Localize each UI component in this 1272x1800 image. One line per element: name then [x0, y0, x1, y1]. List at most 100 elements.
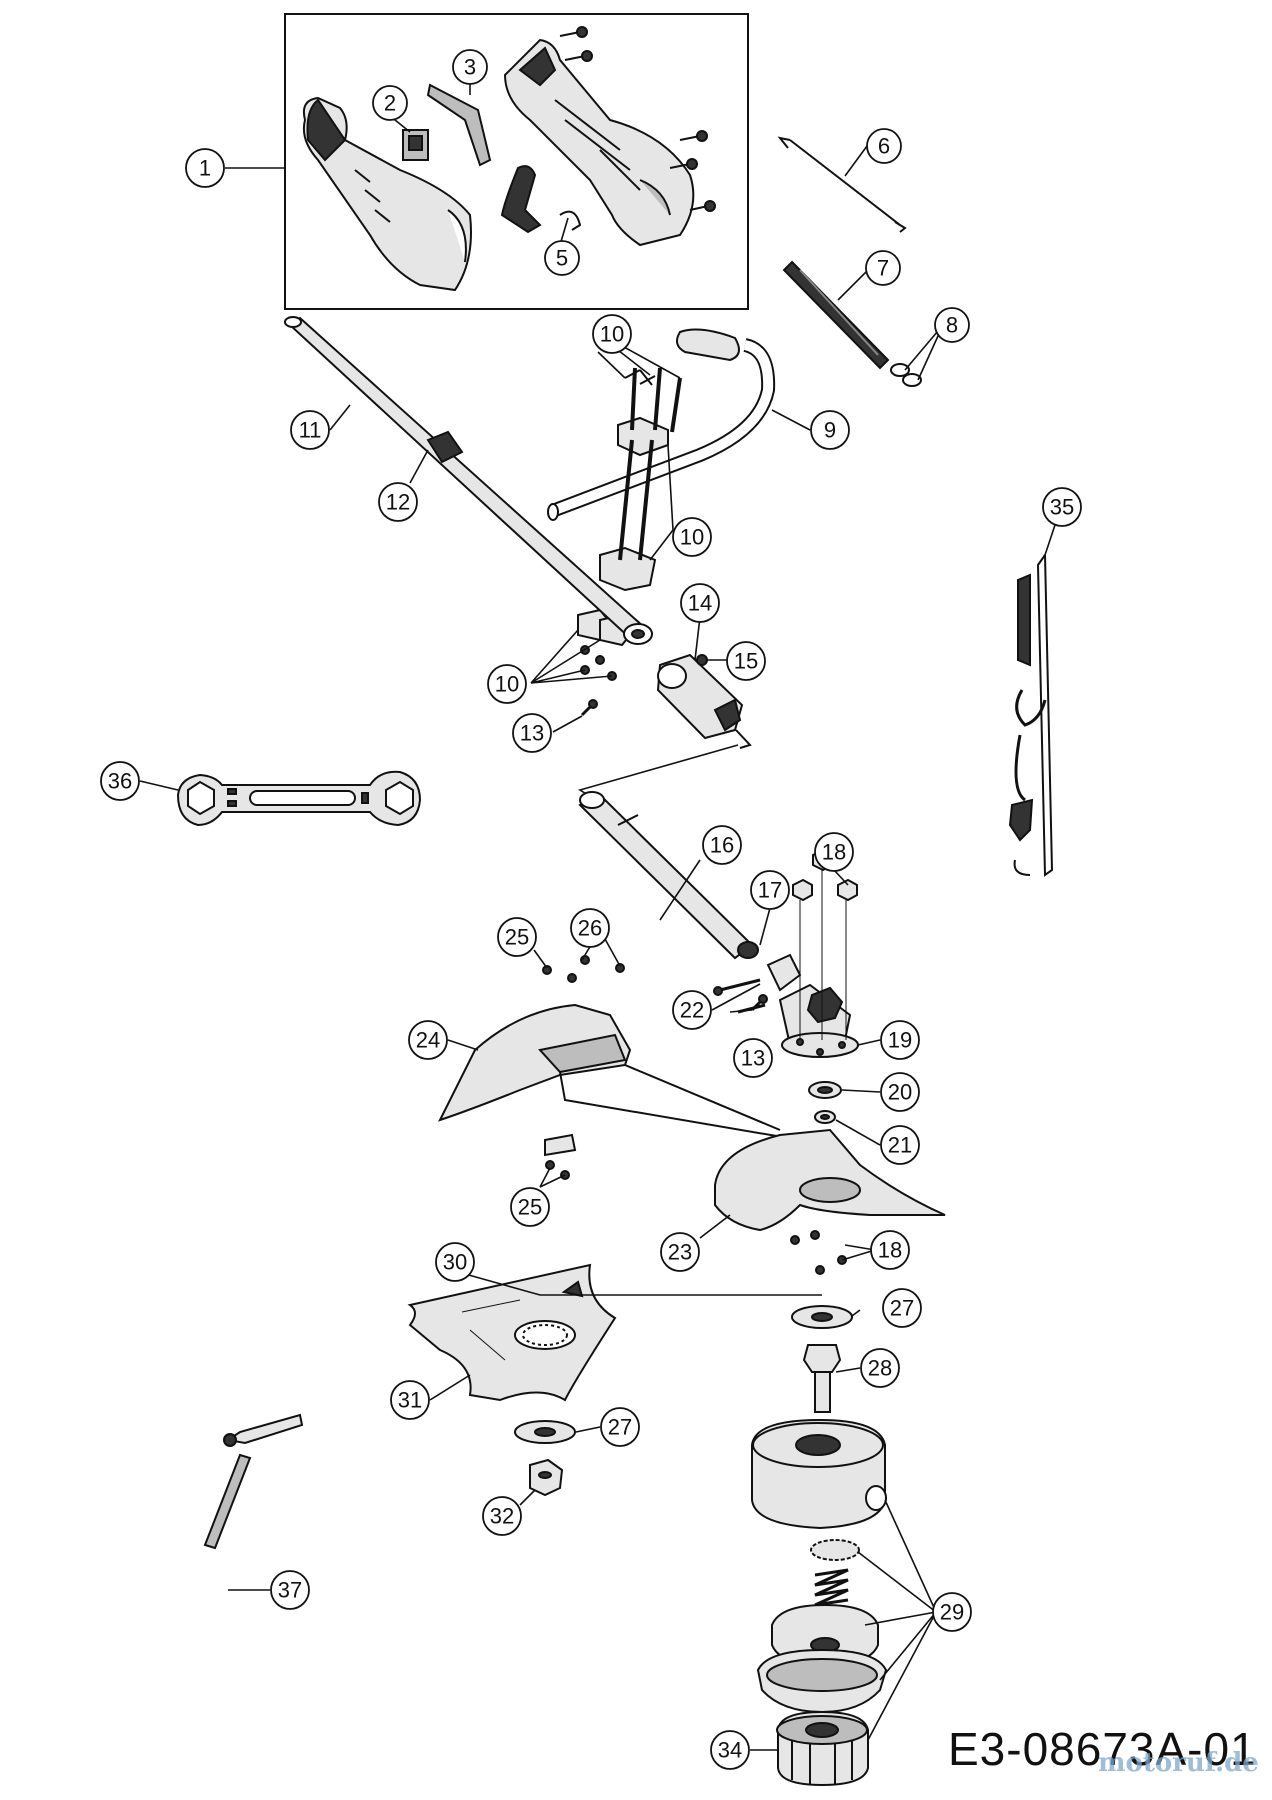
svg-text:24: 24	[416, 1028, 440, 1053]
guard-screws	[542, 955, 847, 1275]
callout-14: 14	[680, 583, 720, 623]
svg-text:3: 3	[464, 55, 476, 80]
svg-text:14: 14	[688, 591, 712, 616]
callout-12: 12	[378, 482, 418, 522]
svg-text:11: 11	[299, 418, 322, 443]
hex-key	[203, 1413, 304, 1550]
callout-37: 37	[270, 1570, 310, 1610]
svg-text:22: 22	[680, 998, 704, 1023]
callout-23: 23	[660, 1232, 700, 1272]
svg-text:30: 30	[443, 1250, 467, 1275]
svg-text:19: 19	[888, 1028, 912, 1053]
blade-guard	[438, 1003, 946, 1232]
callout-10b: 10	[672, 517, 712, 557]
callout-27a: 27	[882, 1288, 922, 1328]
callout-32: 32	[482, 1496, 522, 1536]
washers	[514, 1305, 853, 1444]
svg-text:2: 2	[384, 91, 396, 116]
blade-nut	[529, 1458, 564, 1497]
svg-text:18: 18	[878, 1238, 902, 1263]
callout-28: 28	[860, 1348, 900, 1388]
callout-6: 6	[866, 128, 902, 164]
coupler-screw	[696, 654, 708, 666]
callout-13a: 13	[512, 713, 552, 753]
svg-text:7: 7	[877, 256, 889, 281]
drawing-code: E3-08673A-01	[948, 1723, 1257, 1775]
svg-text:12: 12	[386, 490, 410, 515]
svg-text:17: 17	[758, 878, 782, 903]
svg-text:26: 26	[578, 916, 602, 941]
callout-18a: 18	[814, 832, 854, 872]
callout-18b: 18	[870, 1230, 910, 1270]
callout-17: 17	[750, 870, 790, 910]
handle-assembly-group	[284, 13, 749, 310]
callout-27b: 27	[600, 1407, 640, 1447]
upper-shaft	[284, 316, 653, 645]
screws	[580, 699, 768, 1012]
callout-3: 3	[452, 49, 488, 85]
callout-2: 2	[372, 85, 408, 121]
callout-20: 20	[880, 1072, 920, 1112]
svg-text:10: 10	[680, 525, 704, 550]
shaft-coupler	[656, 653, 752, 749]
svg-text:36: 36	[108, 769, 132, 794]
callout-29: 29	[932, 1592, 972, 1632]
callout-11: 11	[290, 410, 330, 450]
combination-wrench	[176, 770, 422, 827]
watermark-logo: motoruf.de	[1098, 1748, 1259, 1778]
svg-text:25: 25	[518, 1195, 542, 1220]
svg-text:21: 21	[888, 1133, 912, 1158]
svg-text:27: 27	[890, 1296, 914, 1321]
callout-24: 24	[408, 1020, 448, 1060]
svg-text:34: 34	[718, 1738, 742, 1763]
svg-text:18: 18	[822, 840, 846, 865]
cutting-blade	[407, 1263, 617, 1402]
callout-25a: 25	[497, 917, 537, 957]
callout-10c: 10	[487, 664, 527, 704]
svg-text:10: 10	[600, 322, 624, 347]
lower-shaft	[578, 791, 759, 960]
spindle-bolt	[802, 1344, 842, 1413]
loop-handle	[547, 328, 776, 521]
callout-13b: 13	[733, 1038, 773, 1078]
svg-text:9: 9	[824, 418, 836, 443]
spring-sleeve	[782, 260, 890, 370]
svg-text:23: 23	[668, 1240, 692, 1265]
callout-30: 30	[435, 1242, 475, 1282]
callout-19: 19	[880, 1020, 920, 1060]
leader-lines	[139, 82, 1061, 1751]
svg-text:13: 13	[741, 1046, 765, 1071]
svg-text:28: 28	[868, 1356, 892, 1381]
svg-text:8: 8	[946, 313, 958, 338]
callout-26: 26	[570, 908, 610, 948]
svg-text:16: 16	[710, 833, 734, 858]
bearing-washers	[808, 1081, 842, 1124]
svg-text:15: 15	[734, 649, 758, 674]
callout-22: 22	[672, 990, 712, 1030]
svg-text:6: 6	[878, 134, 890, 159]
svg-text:27: 27	[608, 1415, 632, 1440]
svg-text:13: 13	[520, 721, 544, 746]
callout-7: 7	[865, 250, 901, 286]
svg-text:35: 35	[1050, 495, 1074, 520]
callout-35: 35	[1042, 487, 1082, 527]
shaft-grip-band	[426, 430, 464, 464]
throttle-cable	[777, 136, 907, 233]
callout-21: 21	[880, 1125, 920, 1165]
callout-16: 16	[702, 825, 742, 865]
bump-knob	[776, 1710, 869, 1787]
trimmer-head	[751, 1418, 888, 1714]
callout-8: 8	[934, 307, 970, 343]
callout-5: 5	[544, 240, 580, 276]
svg-text:25: 25	[505, 925, 529, 950]
shoulder-harness	[1008, 551, 1054, 877]
callout-15: 15	[726, 641, 766, 681]
callout-9: 9	[810, 410, 850, 450]
svg-text:31: 31	[398, 1388, 422, 1413]
retaining-rings	[890, 363, 922, 387]
svg-text:20: 20	[888, 1080, 912, 1105]
svg-text:1: 1	[199, 156, 211, 181]
svg-text:5: 5	[556, 246, 568, 271]
callout-34: 34	[710, 1730, 750, 1770]
